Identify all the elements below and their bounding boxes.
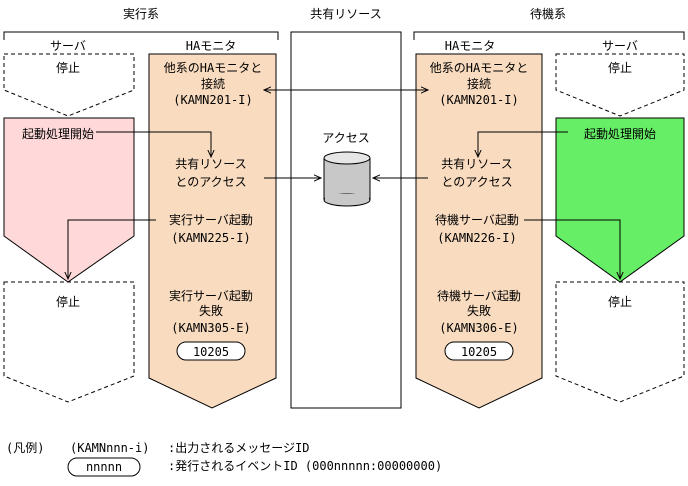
left-ha-start-id: (KAMN225-I) <box>171 231 250 245</box>
legend-message-description: :出力されるメッセージID <box>168 441 309 455</box>
left-server-stopped-top-shape <box>3 53 135 117</box>
left-ha-fail-id: (KAMN305-E) <box>171 321 250 335</box>
active-system-header: 実行系 <box>123 6 159 21</box>
standby-system-bracket <box>413 31 685 40</box>
left-ha-column-label: HAモニタ <box>186 39 236 53</box>
database-icon <box>323 151 371 207</box>
right-start-to-stop-arrow <box>524 219 620 279</box>
right-ha-event-badge <box>444 341 514 361</box>
left-server-stopped-bottom-shape <box>3 281 135 403</box>
legend-title: (凡例) <box>6 441 44 455</box>
left-server-column-label: サーバ <box>50 39 86 53</box>
left-ha-access-line2: とのアクセス <box>175 175 246 189</box>
right-server-column-label: サーバ <box>602 39 638 53</box>
right-server-stopped-bottom-label: 停止 <box>608 294 632 309</box>
left-ha-access-line1: 共有リソース <box>175 157 246 171</box>
left-ha-start-line1: 実行サーバ起動 <box>169 212 253 227</box>
shared-resource-box <box>290 31 402 409</box>
shared-resource-header: 共有リソース <box>310 7 381 21</box>
standby-system-header: 待機系 <box>530 6 566 21</box>
right-server-running-shape <box>555 117 685 283</box>
right-ha-fail-line1: 待機サーバ起動 <box>437 288 521 303</box>
right-ha-event-id: 10205 <box>461 345 497 359</box>
left-ha-fail-line2: 失敗 <box>199 303 223 318</box>
right-ha-access-line2: とのアクセス <box>441 175 512 189</box>
right-ha-monitor-shape <box>415 53 543 409</box>
right-ha-connect-id: (KAMN201-I) <box>439 93 518 107</box>
left-ha-fail-line1: 実行サーバ起動 <box>169 288 253 303</box>
left-ha-event-badge <box>176 341 246 361</box>
right-ha-start-line1: 待機サーバ起動 <box>435 212 519 227</box>
left-server-running-shape <box>3 117 135 283</box>
right-server-stopped-top-shape <box>555 53 685 117</box>
left-start-to-stop-arrow <box>68 219 156 279</box>
right-ha-fail-id: (KAMN306-E) <box>439 321 518 335</box>
left-server-stopped-top-label: 停止 <box>56 60 80 75</box>
left-server-stopped-bottom-label: 停止 <box>56 294 80 309</box>
right-server-stopped-top-label: 停止 <box>608 60 632 75</box>
legend-event-description: :発行されるイベントID (000nnnnn:00000000) <box>168 459 442 473</box>
right-start-to-access-arrow <box>478 131 568 157</box>
left-ha-connect-line1: 他系のHAモニタと <box>164 61 262 75</box>
left-server-start-label: 起動処理開始 <box>22 127 94 141</box>
left-ha-connect-line2: 接続 <box>201 76 225 91</box>
left-start-to-access-arrow <box>96 131 211 157</box>
right-ha-connect-line1: 他系のHAモニタと <box>430 61 528 75</box>
right-ha-access-line1: 共有リソース <box>441 157 512 171</box>
left-ha-event-id: 10205 <box>193 345 229 359</box>
legend-message-sample: (KAMNnnn-i) <box>70 441 149 455</box>
left-ha-connect-id: (KAMN201-I) <box>173 93 252 107</box>
legend-event-badge <box>67 457 141 477</box>
right-ha-connect-line2: 接続 <box>467 76 491 91</box>
right-server-start-label: 起動処理開始 <box>584 127 656 141</box>
right-ha-fail-line2: 失敗 <box>467 303 491 318</box>
legend-event-sample: nnnnn <box>86 460 122 474</box>
left-ha-monitor-shape <box>148 53 277 409</box>
active-system-bracket <box>3 31 279 40</box>
right-ha-start-id: (KAMN226-I) <box>437 231 516 245</box>
access-label: アクセス <box>322 131 369 145</box>
right-ha-column-label: HAモニタ <box>445 39 495 53</box>
right-server-stopped-bottom-shape <box>555 281 685 403</box>
